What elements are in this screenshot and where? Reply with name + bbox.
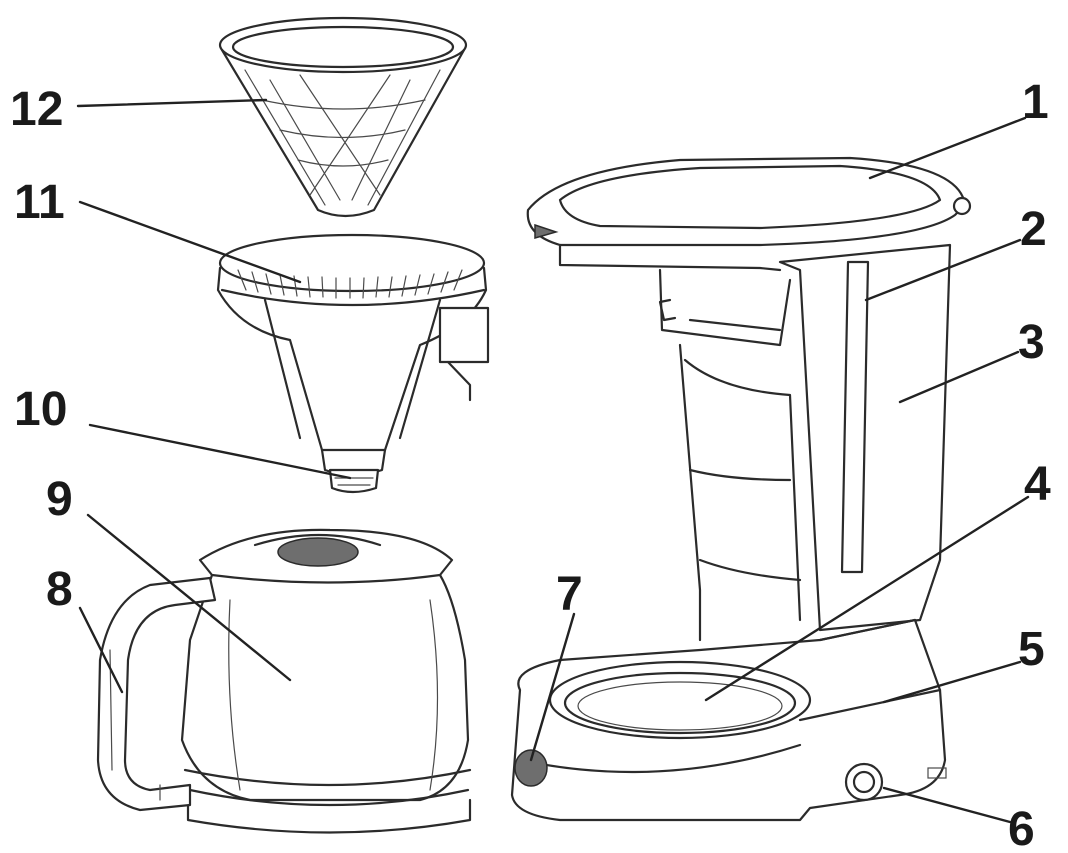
jug-handle — [96, 576, 217, 812]
permanent-filter — [218, 16, 468, 218]
machine-body — [510, 156, 972, 822]
callout-2: 2 — [1020, 203, 1047, 256]
leader-12 — [76, 98, 268, 108]
callout-4: 4 — [1024, 458, 1051, 511]
callout-9: 9 — [46, 473, 73, 526]
drip-stop-valve — [328, 468, 380, 494]
callout-5: 5 — [1018, 623, 1045, 676]
leader-6 — [882, 786, 1012, 824]
callout-7: 7 — [556, 568, 583, 621]
callout-12: 12 — [10, 83, 63, 136]
glass-jug — [180, 528, 472, 834]
callout-11: 11 — [14, 176, 65, 229]
leader-9 — [86, 513, 292, 682]
leader-1 — [868, 116, 1027, 180]
callout-8: 8 — [46, 563, 73, 616]
callout-6: 6 — [1008, 803, 1035, 853]
leader-3 — [898, 350, 1020, 404]
leader-2 — [864, 238, 1022, 302]
callout-10: 10 — [14, 383, 67, 436]
callout-1: 1 — [1022, 76, 1049, 129]
leader-4 — [704, 495, 1030, 702]
leader-11 — [78, 200, 302, 284]
filter-holder — [216, 233, 490, 477]
leader-7 — [529, 612, 576, 762]
leader-lines — [76, 98, 1030, 824]
leader-10 — [88, 423, 352, 480]
leader-8 — [78, 606, 124, 694]
callout-labels: 1 2 3 4 5 6 7 8 9 10 11 12 — [10, 76, 1051, 853]
callout-3: 3 — [1018, 316, 1045, 369]
leader-5 — [882, 660, 1022, 704]
